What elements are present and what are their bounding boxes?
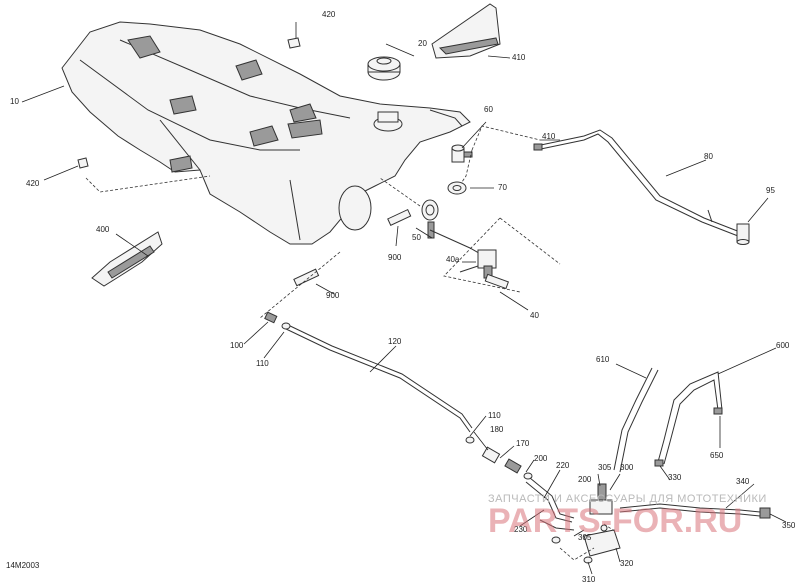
heat-shield-left (91, 231, 163, 287)
watermark-subtitle: ЗАПЧАСТИ И АКСЕССУАРЫ ДЛЯ МОТОТЕХНИКИ (488, 493, 767, 505)
quick-connector (481, 446, 533, 480)
callout-400: 400 (96, 225, 110, 234)
callout-420-left: 420 (26, 179, 40, 188)
assembly-dashed-lines (85, 125, 617, 561)
callout-410-right: 410 (542, 132, 556, 141)
callout-labels: 10 20 420 410 420 400 60 70 410 80 95 50… (10, 10, 796, 583)
fuel-pump-module (421, 199, 510, 290)
fuel-filler-cap (367, 56, 401, 81)
callout-200-lower: 200 (578, 475, 592, 484)
callout-330: 330 (668, 473, 682, 482)
vent-hose-610 (613, 367, 659, 473)
callout-60: 60 (484, 105, 493, 114)
callout-610: 610 (596, 355, 610, 364)
callout-200-upper: 200 (534, 454, 548, 463)
callout-100: 100 (230, 341, 244, 350)
callout-95: 95 (766, 186, 775, 195)
callout-40: 40 (530, 311, 539, 320)
callout-110-left: 110 (256, 359, 269, 368)
callout-650: 650 (710, 451, 724, 460)
callout-20: 20 (418, 39, 427, 48)
callout-320: 320 (620, 559, 634, 568)
fuel-valve-bracket (583, 483, 621, 564)
callout-310: 310 (582, 575, 596, 583)
callout-900-upper: 900 (388, 253, 402, 262)
callout-120: 120 (388, 337, 402, 346)
callout-600: 600 (776, 341, 790, 350)
foam-pad-lower (293, 268, 320, 287)
vent-hose-600 (654, 371, 723, 467)
callout-70: 70 (498, 183, 507, 192)
callout-40a: 40a (446, 255, 460, 264)
leader-lines (21, 22, 787, 575)
callout-410-top: 410 (512, 53, 526, 62)
callout-180: 180 (490, 425, 504, 434)
heat-shield (431, 3, 501, 59)
grommet (447, 181, 467, 195)
callout-110-right: 110 (488, 411, 501, 420)
fuel-hose-right (619, 503, 771, 519)
callout-50: 50 (412, 233, 421, 242)
callout-170: 170 (516, 439, 530, 448)
callout-300: 300 (620, 463, 634, 472)
callout-230: 230 (514, 525, 528, 534)
vent-valve (451, 144, 473, 163)
clip-left (77, 157, 89, 169)
callout-340: 340 (736, 477, 750, 486)
callout-305-upper: 305 (598, 463, 612, 472)
vent-tube (533, 129, 741, 237)
callout-220: 220 (556, 461, 570, 470)
fuel-line (264, 311, 475, 444)
callout-305-lower: 305 (578, 533, 592, 542)
foam-pad-upper (387, 208, 412, 226)
clip-top (287, 37, 301, 49)
callout-350: 350 (782, 521, 796, 530)
watermark: ЗАПЧАСТИ И АКСЕССУАРЫ ДЛЯ МОТОТЕХНИКИ PA… (488, 493, 767, 540)
watermark-logo: PARTS-FOR.RU (488, 502, 742, 540)
callout-900-lower: 900 (326, 291, 340, 300)
figure-code: 14M2003 (6, 561, 40, 570)
fuel-tank (61, 21, 471, 245)
callout-420-top: 420 (322, 10, 336, 19)
vent-filter (736, 223, 750, 245)
callout-10: 10 (10, 97, 19, 106)
fuel-hose-lower (525, 477, 575, 544)
callout-80: 80 (704, 152, 713, 161)
